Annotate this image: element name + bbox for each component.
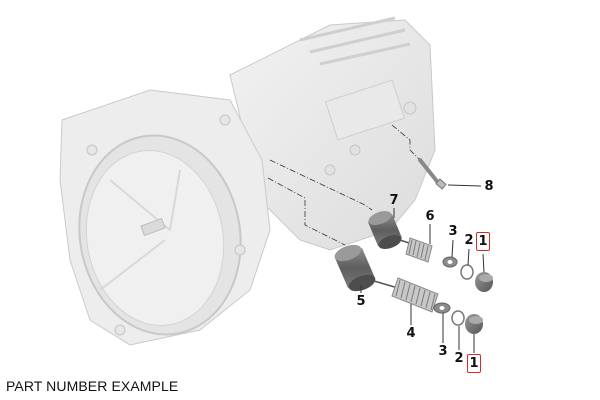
part-6-spring	[405, 237, 433, 263]
callout-2-lower: 2	[454, 351, 464, 366]
transmission-housing	[59, 16, 436, 346]
caption-part-number-example: PART NUMBER EXAMPLE	[6, 378, 179, 394]
part-7-sleeve	[368, 211, 402, 249]
part-4-spring	[391, 277, 439, 313]
part-2-circlip-lower	[451, 310, 465, 326]
callout-leaders	[360, 184, 485, 353]
callout-5: 5	[356, 294, 366, 309]
part-1-cap-lower	[465, 314, 483, 334]
callout-2-upper: 2	[464, 233, 474, 248]
callout-6: 6	[425, 209, 435, 224]
part-1-cap-upper	[475, 272, 493, 292]
callout-1-lower-highlighted[interactable]: 1	[467, 354, 481, 373]
callout-8: 8	[484, 179, 494, 194]
callout-3-lower: 3	[438, 344, 448, 359]
part-2-circlip-upper	[460, 264, 474, 280]
part-8-bolt	[418, 158, 447, 190]
part-5-sleeve	[334, 244, 376, 292]
callout-4: 4	[406, 326, 416, 341]
callout-7: 7	[389, 193, 399, 208]
callout-3-upper: 3	[448, 224, 458, 239]
callout-1-upper-highlighted[interactable]: 1	[476, 232, 490, 251]
